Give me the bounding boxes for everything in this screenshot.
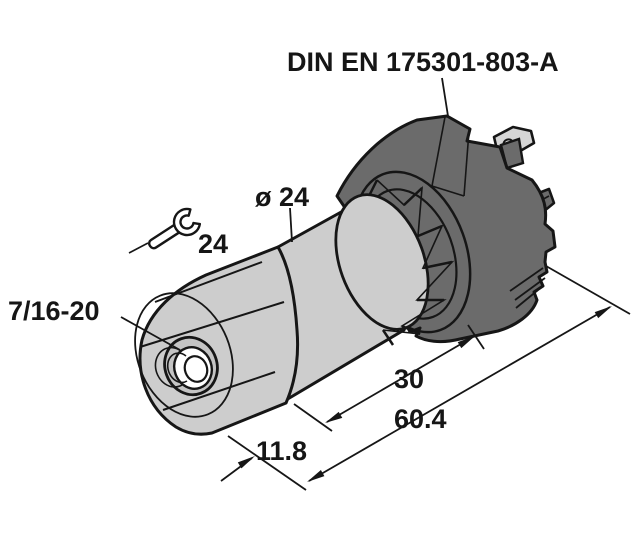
rear-step-rings xyxy=(509,267,546,309)
dim-line-60-4 xyxy=(308,306,611,482)
diameter-leader-line xyxy=(289,207,293,243)
arrow-11-8 xyxy=(237,456,255,469)
housing-seams xyxy=(431,116,470,197)
ext-line-connector-front xyxy=(467,324,485,350)
thread-leader-line xyxy=(120,316,181,351)
ext-line-connector-rear xyxy=(545,265,631,315)
thread-arc-2 xyxy=(166,352,188,384)
body-diameter-label: ø 24 xyxy=(255,182,309,212)
leader-lines xyxy=(120,77,449,351)
arrow-30-left xyxy=(325,411,343,423)
bore-inner xyxy=(183,355,209,383)
hex-face-chamfer xyxy=(134,292,234,418)
arrow-60-4-left xyxy=(307,470,325,482)
dimension-arrowheads xyxy=(237,306,612,482)
arrow-30-right xyxy=(457,336,475,349)
arrow-60-4-right xyxy=(594,306,612,319)
threaded-bore xyxy=(154,335,219,397)
wrench-head xyxy=(172,207,202,237)
rib-truss-lines xyxy=(376,179,455,335)
dim-11-8-label: 11.8 xyxy=(256,436,307,466)
hex-process-fitting xyxy=(134,245,300,436)
wrench-icon xyxy=(147,207,202,250)
dim-line-30 xyxy=(326,336,474,423)
dim-30-label: 30 xyxy=(394,364,424,394)
ext-line-hex-front xyxy=(227,435,307,491)
wrench-leader-line xyxy=(128,242,149,254)
connector-housing xyxy=(334,114,557,346)
thread-arc-1 xyxy=(154,346,183,388)
connector-leader-line xyxy=(441,77,449,117)
ext-line-hex-rear xyxy=(293,403,333,432)
connector-standard-label: DIN EN 175301-803-A xyxy=(287,47,559,77)
wrench-size-label: 24 xyxy=(198,229,228,259)
hex-facet-lines xyxy=(139,261,285,411)
dim-60-4-label: 60.4 xyxy=(394,404,447,434)
thread-label: 7/16-20 xyxy=(8,296,100,326)
